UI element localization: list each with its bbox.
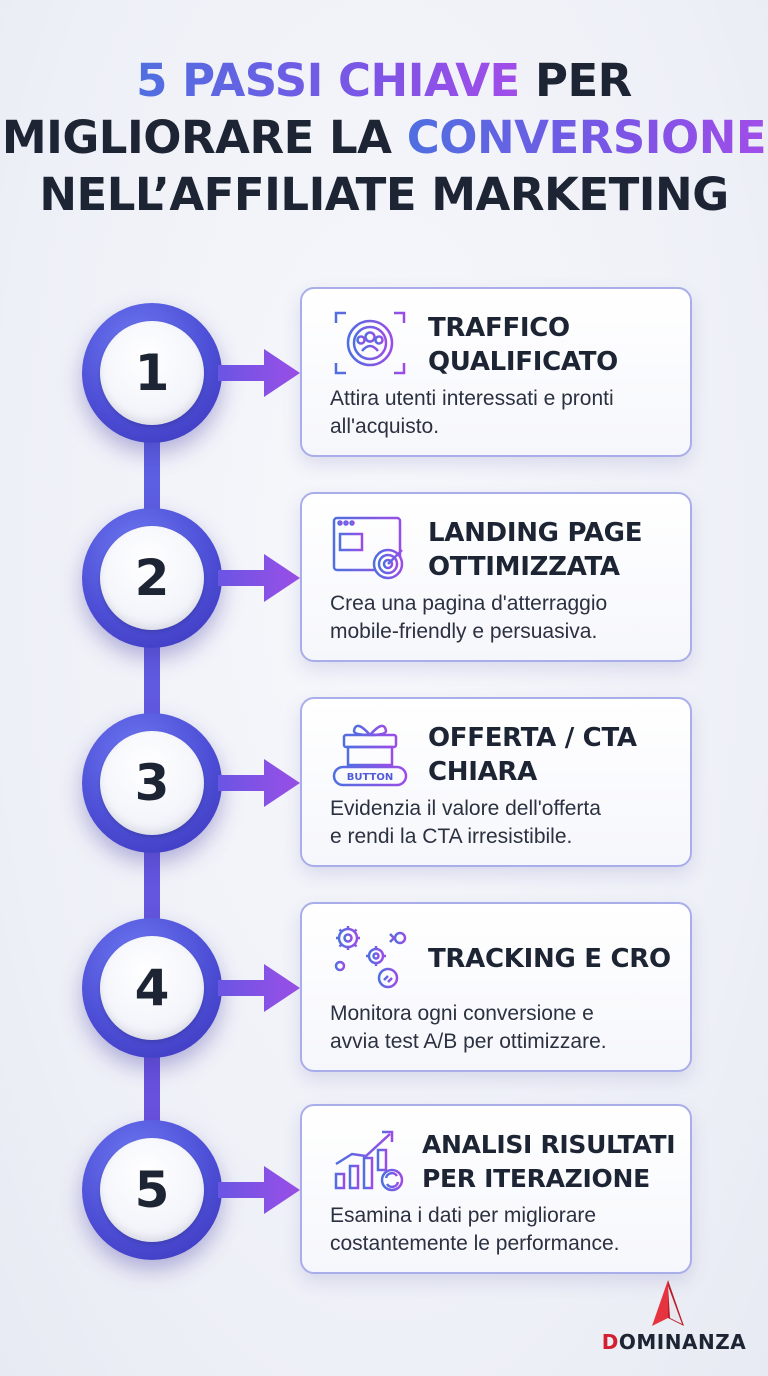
logo-rest: OMINANZA: [618, 1330, 747, 1354]
page-title: 5 PASSI CHIAVE PER MIGLIORARE LA CONVERS…: [0, 52, 768, 223]
step-5-number: 5: [100, 1138, 204, 1242]
title-line-2: MIGLIORARE LA CONVERSIONE: [0, 109, 768, 166]
title-line-3: NELL’AFFILIATE MARKETING: [39, 168, 729, 221]
step-5-description: Esamina i dati per migliorare costanteme…: [330, 1204, 620, 1255]
step-3-circle: 3: [82, 713, 222, 853]
step-5-arrow: [218, 1166, 300, 1214]
step-5-title: ANALISI RISULTATI PER ITERAZIONE: [422, 1130, 676, 1193]
title-line-1: 5 PASSI CHIAVE PER: [0, 52, 768, 109]
step-4-arrow: [218, 964, 300, 1012]
step-4-card: TRACKING E CRO Monitora ogni conversione…: [300, 902, 692, 1072]
step-1-card: TRAFFICO QUALIFICATO Attira utenti inter…: [300, 287, 692, 457]
logo-first-letter: D: [601, 1330, 619, 1354]
step-2-card: LANDING PAGE OTTIMIZZATA Crea una pagina…: [300, 492, 692, 662]
step-3-card: BUTTON OFFERTA / CTA CHIARA Evidenzia il…: [300, 697, 692, 867]
step-2-circle: 2: [82, 508, 222, 648]
step-3-number: 3: [100, 731, 204, 835]
step-1-title: TRAFFICO QUALIFICATO: [428, 313, 618, 377]
step-2-arrow: [218, 554, 300, 602]
step-3-description: Evidenzia il valore dell'offerta e rendi…: [330, 797, 601, 848]
step-3-title: OFFERTA / CTA CHIARA: [428, 723, 637, 787]
title-line-1-rest: PER: [519, 54, 632, 107]
button-icon-label: BUTTON: [347, 772, 393, 783]
step-2-description: Crea una pagina d'atterraggio mobile-fri…: [330, 592, 608, 643]
title-highlight-2: CONVERSIONE: [406, 111, 767, 164]
step-4-description: Monitora ogni conversione e avvia test A…: [330, 1002, 607, 1053]
step-1-arrow: [218, 349, 300, 397]
dominanza-logo: DOMINANZA: [596, 1280, 752, 1360]
step-2-title: LANDING PAGE OTTIMIZZATA: [428, 518, 643, 582]
gears-flow-icon: [334, 926, 407, 989]
step-5-circle: 5: [82, 1120, 222, 1260]
step-4-circle: 4: [82, 918, 222, 1058]
logo-mark-icon: [652, 1280, 684, 1326]
step-2-number: 2: [100, 526, 204, 630]
growth-chart-icon: [332, 1130, 404, 1192]
logo-wordmark: DOMINANZA: [596, 1330, 752, 1354]
landing-page-target-icon: [332, 516, 404, 580]
step-4-title: TRACKING E CRO: [428, 944, 671, 974]
step-5-card: ANALISI RISULTATI PER ITERAZIONE Esamina…: [300, 1104, 692, 1274]
title-line-2-start: MIGLIORARE LA: [1, 111, 407, 164]
title-highlight-1: 5 PASSI CHIAVE: [136, 54, 520, 107]
gift-button-icon: BUTTON: [332, 724, 408, 787]
target-audience-icon: [334, 311, 406, 375]
step-4-number: 4: [100, 936, 204, 1040]
step-1-number: 1: [100, 321, 204, 425]
step-1-circle: 1: [82, 303, 222, 443]
step-3-arrow: [218, 759, 300, 807]
step-1-description: Attira utenti interessati e pronti all'a…: [330, 387, 614, 438]
